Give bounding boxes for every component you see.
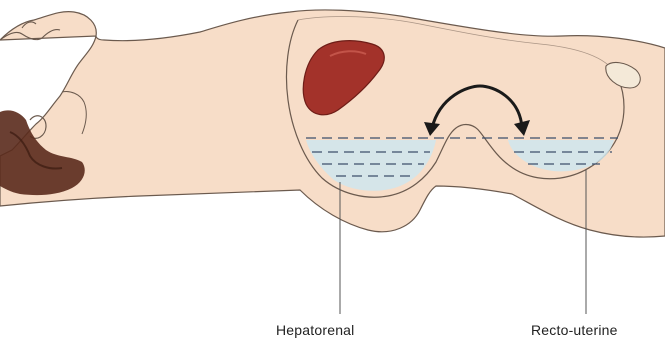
label-rectouterine: Recto-uterine xyxy=(531,322,618,338)
label-hepatorenal: Hepatorenal xyxy=(276,322,354,338)
